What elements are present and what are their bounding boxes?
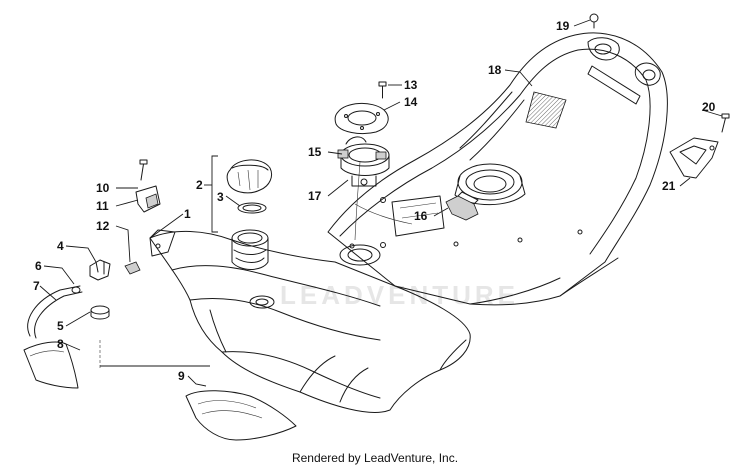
grommet-part	[90, 305, 110, 320]
callout-17: 17	[308, 189, 322, 203]
callout-2: 2	[196, 178, 203, 192]
watermark-text: LEADVENTURE	[280, 280, 519, 310]
pump-gasket-part	[334, 103, 389, 135]
callout-18: 18	[488, 63, 502, 77]
callout-15: 15	[308, 145, 322, 159]
callout-11: 11	[96, 199, 109, 213]
hook-bracket-part	[669, 137, 719, 179]
seat-pan-part	[327, 32, 668, 306]
render-credit: Rendered by LeadVenture, Inc.	[291, 451, 459, 465]
callout-20: 20	[702, 100, 716, 114]
callout-8: 8	[57, 337, 64, 351]
callout-14: 14	[404, 95, 418, 109]
screw-part	[378, 81, 387, 99]
cap-gasket-part	[237, 202, 267, 214]
callout-16: 16	[414, 209, 428, 223]
fitting-part	[89, 259, 111, 281]
callout-5: 5	[57, 319, 64, 333]
retainer-clip-part	[135, 185, 161, 213]
callout-6: 6	[35, 259, 42, 273]
bracket-part	[445, 191, 479, 221]
bolt-part	[721, 113, 730, 133]
fuel-tank-part	[149, 229, 471, 413]
callout-1: 1	[184, 207, 191, 221]
callout-9: 9	[178, 369, 185, 383]
heat-shield-part	[23, 341, 79, 389]
skid-plate-part	[185, 390, 297, 441]
callout-10: 10	[96, 181, 110, 195]
fastener-part	[589, 13, 599, 29]
hose-part	[27, 285, 83, 339]
clip-part	[124, 261, 141, 275]
fuel-cap-part	[226, 159, 273, 194]
callout-13: 13	[404, 78, 418, 92]
callout-3: 3	[217, 190, 224, 204]
clamp-part	[71, 286, 81, 294]
callout-4: 4	[57, 239, 64, 253]
callout-21: 21	[662, 179, 676, 193]
fuel-pump-part	[337, 136, 390, 187]
callout-7: 7	[33, 279, 40, 293]
screw-part	[139, 159, 148, 181]
callout-19: 19	[556, 19, 570, 33]
callout-12: 12	[96, 219, 110, 233]
